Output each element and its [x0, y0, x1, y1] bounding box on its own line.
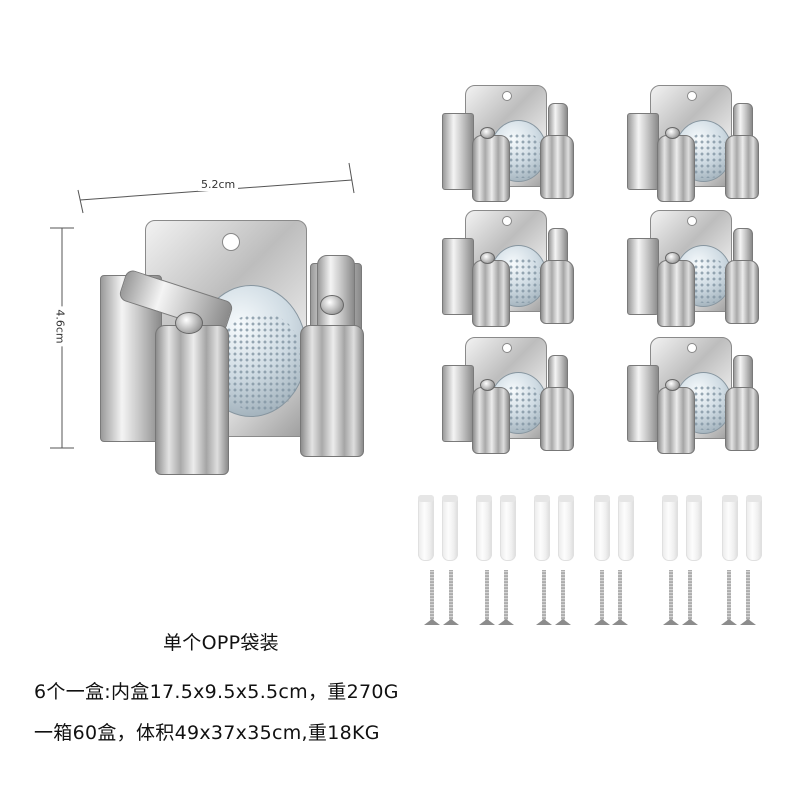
width-label: 5.2cm — [198, 178, 239, 191]
wall-anchor-icon — [662, 495, 678, 561]
packaging-line-2: 6个一盒:内盒17.5x9.5x5.5cm，重270G — [34, 681, 399, 703]
screw-icon — [424, 570, 440, 625]
screw-icon — [479, 570, 495, 625]
hardware-set — [400, 480, 800, 630]
roller-texture — [220, 315, 300, 410]
grid-item-1 — [440, 85, 580, 202]
grid-item-3 — [440, 210, 580, 327]
wall-anchor-icon — [558, 495, 574, 561]
screw-icon — [536, 570, 552, 625]
screw-icon — [443, 570, 459, 625]
grid-item-4 — [625, 210, 765, 327]
grid-item-5 — [440, 337, 580, 454]
wall-anchor-icon — [746, 495, 762, 561]
packaging-line-3: 一箱60盒，体积49x37x35cm,重18KG — [34, 722, 380, 744]
clamp-post-right — [300, 325, 364, 457]
screw-icon — [594, 570, 610, 625]
mounting-hole — [222, 233, 240, 251]
screw-icon — [740, 570, 756, 625]
screw-icon — [663, 570, 679, 625]
wall-anchor-icon — [418, 495, 434, 561]
wall-anchor-icon — [476, 495, 492, 561]
screw-icon — [555, 570, 571, 625]
packaging-line-1: 单个OPP袋装 — [163, 632, 279, 654]
wall-anchor-icon — [442, 495, 458, 561]
main-mop-holder-image — [95, 215, 365, 475]
clamp-post-left — [155, 325, 229, 475]
wall-anchor-icon — [618, 495, 634, 561]
wall-anchor-icon — [534, 495, 550, 561]
wall-anchor-icon — [594, 495, 610, 561]
screw-icon — [721, 570, 737, 625]
screw-icon — [612, 570, 628, 625]
product-grid — [435, 80, 800, 460]
grid-item-2 — [625, 85, 765, 202]
grid-item-6 — [625, 337, 765, 454]
wall-anchor-icon — [500, 495, 516, 561]
height-label: 4.6cm — [53, 306, 67, 347]
screw-icon — [682, 570, 698, 625]
bolt-left — [175, 312, 203, 334]
wall-anchor-icon — [722, 495, 738, 561]
screw-icon — [498, 570, 514, 625]
bolt-right — [320, 295, 344, 315]
wall-anchor-icon — [686, 495, 702, 561]
